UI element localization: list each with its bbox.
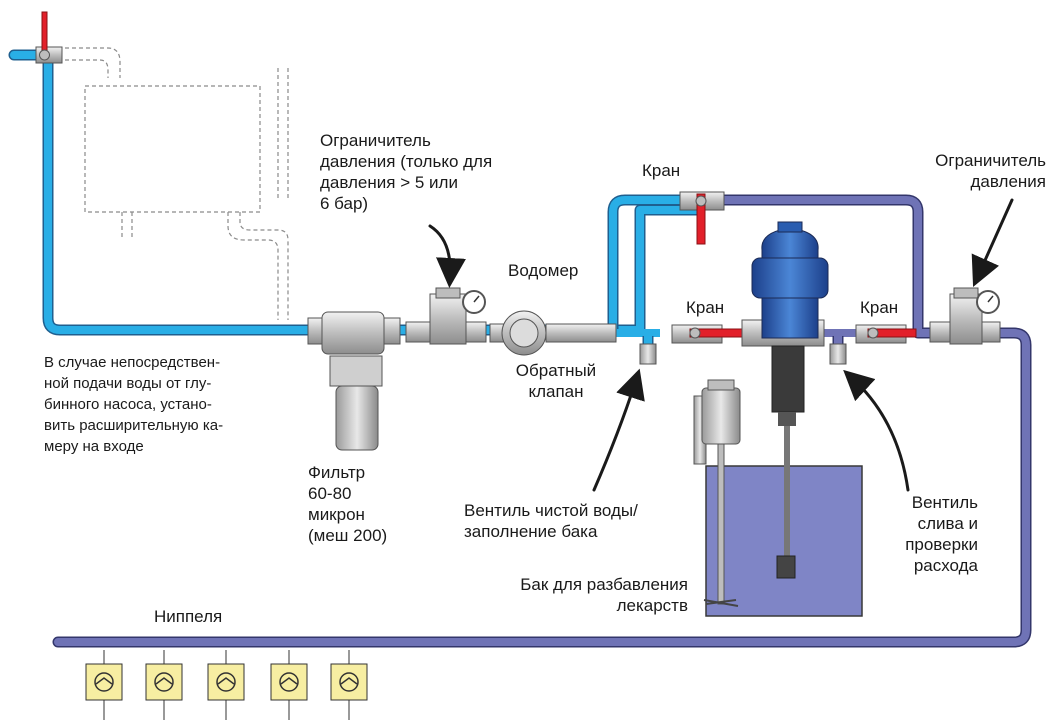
expansion-tank-outline [65, 47, 289, 320]
nipple-drinker-icon [207, 650, 245, 720]
nipple-drinker-icon [270, 650, 308, 720]
filter-label: Фильтр 60-80 микрон (меш 200) [308, 463, 388, 545]
water-meter-icon [489, 310, 617, 356]
mixer-motor-icon [693, 379, 741, 607]
arrow-pressure-limiter-1 [428, 224, 466, 288]
tap-right-icon [855, 324, 917, 344]
pressure-limiter-2-icon [929, 287, 1001, 345]
nipple-drinkers [85, 650, 368, 720]
clean-water-valve-icon [639, 343, 657, 365]
pressure-limiter-2-label: Ограничитель давления [935, 151, 1046, 191]
drain-valve-icon [829, 343, 847, 365]
water-meter-label: Водомер [508, 261, 579, 280]
drain-valve-label: Вентиль слива и проверки расхода [905, 493, 978, 575]
tap-left-label: Кран [686, 298, 725, 317]
tap-top-label: Кран [642, 161, 681, 180]
dosatron-pump-icon [741, 221, 829, 579]
arrow-clean-water-valve [592, 368, 645, 492]
pressure-limiter-1-label: Ограничитель давления (только для давлен… [320, 131, 493, 213]
nipples-label: Ниппеля [154, 607, 223, 626]
nipple-drinker-icon [145, 650, 183, 720]
direct-supply-note: В случае непосредствен- ной подачи воды … [44, 354, 224, 455]
tap-left-icon [671, 324, 743, 344]
arrow-pressure-limiter-2 [971, 198, 1014, 287]
pressure-limiter-1-icon [405, 287, 487, 345]
inlet-valve-icon [35, 11, 63, 64]
nipple-drinker-icon [85, 650, 123, 720]
dilution-tank-label: Бак для разбавления лекарств [520, 575, 688, 615]
tap-right-label: Кран [860, 298, 899, 317]
leader-arrows [428, 198, 1014, 492]
arrow-drain-valve [843, 369, 910, 492]
tap-top-icon [679, 191, 725, 245]
filter-icon [307, 311, 401, 451]
check-valve-label: Обратный клапан [515, 361, 597, 401]
nipple-drinker-icon [330, 650, 368, 720]
clean-water-valve-label: Вентиль чистой воды/ заполнение бака [464, 501, 638, 541]
